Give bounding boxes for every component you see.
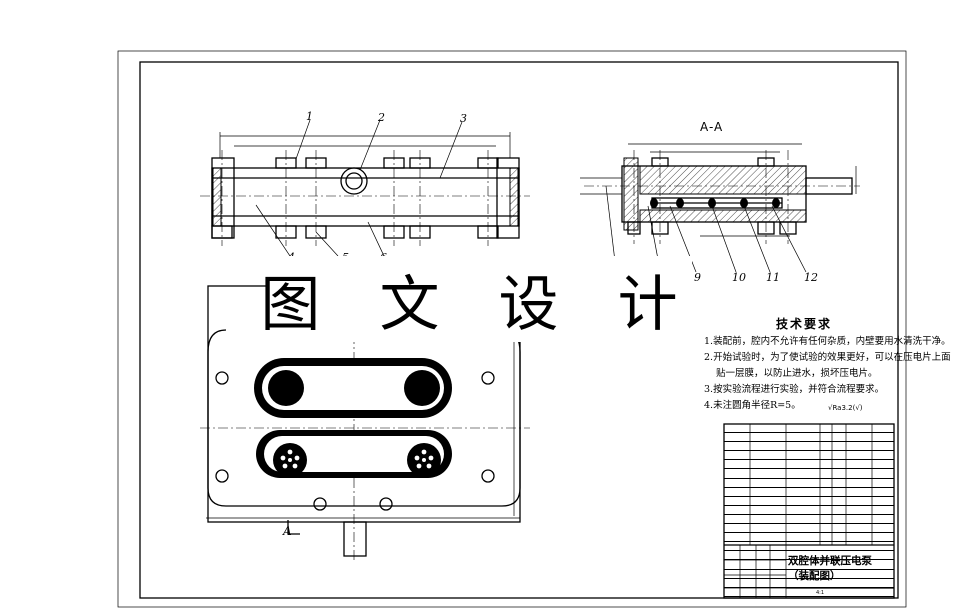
bill-of-materials [724,424,894,597]
tech-item: 1.装配前，腔内不允许有任何杂质，内壁要用水清洗干净。 [704,336,951,347]
bom-row [724,560,894,570]
bom-row [724,488,894,497]
part-label-11: 11 [766,271,780,284]
tech-item: 4.未注圆角半径R=5。 [704,400,801,411]
bom-row [724,424,894,434]
tech-item: 贴一层膜，以防止进水，损坏压电片。 [716,368,878,379]
part-label-9: 9 [694,271,701,284]
outer-frame [117,50,907,608]
top-view [200,280,530,560]
section-view [580,143,860,273]
inner-frame [139,61,899,599]
part-label-2: 2 [377,111,385,124]
tech-title: 技术要求 [775,317,832,331]
drawing-title: 双腔体并联压电泵（装配图） [788,555,872,582]
technical-requirements: 技术要求 1.装配前，腔内不允许有任何杂质，内壁要用水清洗干净。 2.开始试验时… [704,316,951,414]
watermark-banner: 图 文 设 计 [260,256,692,342]
part-label-10: 10 [732,271,746,284]
tech-item: 2.开始试验时，为了使试验的效果更好，可以在压电片上面 [704,352,951,363]
front-view [200,119,530,257]
bom-row [724,551,894,561]
bom-row [724,451,894,461]
bom-row [724,479,894,488]
bom-row [724,570,894,579]
tech-item: 3.按实验流程进行实验，并符合流程要求。 [704,384,885,395]
part-label-1: 1 [306,110,313,123]
section-label: A-A [700,120,724,134]
bom-row [724,542,894,552]
bom-row [724,442,894,452]
bom-row [724,469,894,479]
section-arrow-label: A [283,524,292,538]
bom-row [724,506,894,515]
bom-row [724,460,894,470]
bom-row [724,497,894,506]
roughness-symbol: √Ra3.2(√) [828,404,863,412]
part-label-3: 3 [460,112,467,125]
scale-text: 4:1 [816,590,825,596]
part-label-12: 12 [804,271,818,284]
bom-row [724,533,894,543]
bom-row [724,524,894,534]
bom-row [724,579,894,588]
bom-row [724,588,894,597]
bom-row [724,515,894,525]
bom-row [724,433,894,443]
